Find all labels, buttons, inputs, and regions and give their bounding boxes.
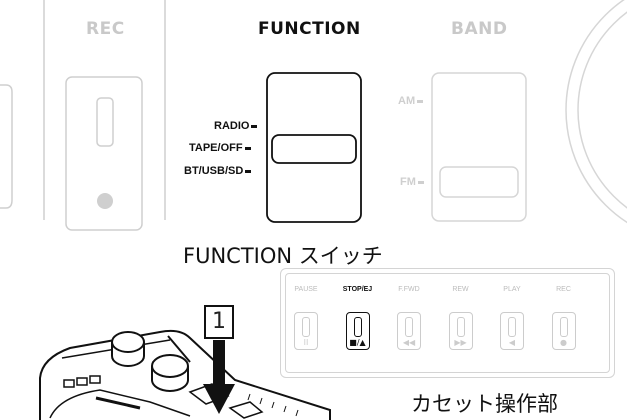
step-number: 1 <box>212 309 226 334</box>
panel-outline-art <box>0 0 627 231</box>
cassette-key-label: REC <box>556 286 571 293</box>
rec-label: REC <box>86 19 125 39</box>
radio-device-illustration <box>39 329 331 420</box>
cassette-key-label: F.FWD <box>398 286 420 293</box>
key-symbol-icon: ■/▲ <box>349 338 366 347</box>
cassette-key[interactable]: II <box>294 312 318 350</box>
cassette-controls-caption: カセット操作部 <box>411 392 558 416</box>
cassette-key[interactable]: ▶▶ <box>448 312 473 350</box>
cassette-key-label: PAUSE <box>294 286 318 293</box>
key-slot <box>559 317 568 337</box>
cassette-key-label: REW <box>452 286 469 293</box>
key-symbol-icon: ▶▶ <box>454 338 467 347</box>
key-symbol-icon: ● <box>560 338 567 347</box>
band-position-am: AM <box>398 95 424 107</box>
cassette-key[interactable]: ◀ <box>500 312 524 350</box>
band-label: BAND <box>451 19 508 39</box>
cassette-key[interactable]: ● <box>551 312 576 350</box>
key-slot <box>405 317 413 337</box>
key-symbol-icon: II <box>303 338 309 347</box>
key-slot <box>353 317 362 337</box>
key-slot <box>302 317 310 337</box>
function-position-radio: RADIO <box>214 120 258 132</box>
function-position-tape-off: TAPE/OFF <box>189 142 251 154</box>
key-symbol-icon: ◀ <box>508 338 516 347</box>
step-number-box: 1 <box>204 305 234 339</box>
key-symbol-icon: ◀◀ <box>402 338 416 347</box>
band-position-fm: FM <box>400 176 424 188</box>
cassette-key-label: STOP/EJ <box>342 286 373 293</box>
cassette-key-label: PLAY <box>503 286 521 293</box>
cassette-key[interactable]: ■/▲ <box>345 312 370 350</box>
cassette-key[interactable]: ◀◀ <box>397 312 421 350</box>
function-switch-caption: FUNCTION スイッチ <box>183 244 383 268</box>
key-slot <box>508 317 516 337</box>
function-label: FUNCTION <box>258 19 361 39</box>
key-slot <box>456 317 465 337</box>
function-position-bt-usb-sd: BT/USB/SD <box>184 165 252 177</box>
